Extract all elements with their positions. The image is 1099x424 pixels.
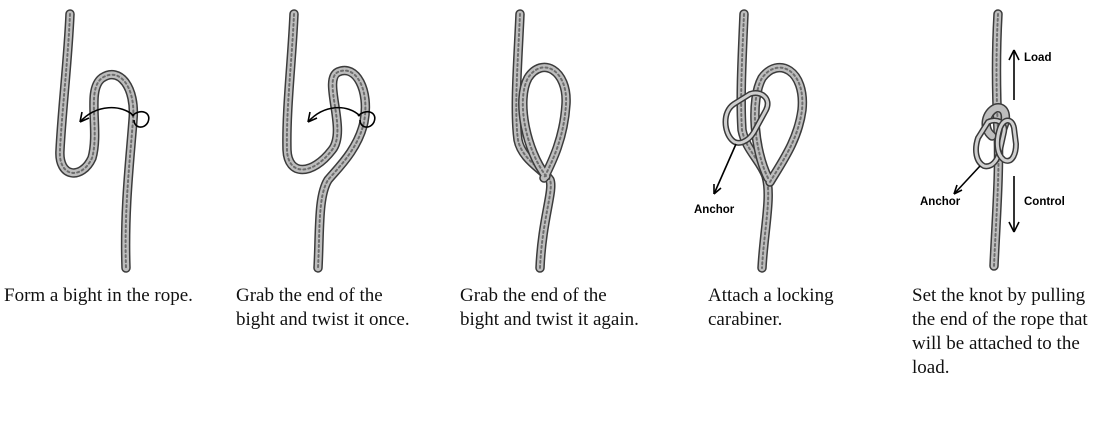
- step-4-caption: Attach a locking carabiner.: [708, 284, 898, 332]
- anchor-arrow: [954, 166, 980, 194]
- step-4-panel: Anchor Attach a locking carabiner.: [704, 0, 924, 424]
- step-1-caption: Form a bight in the rope.: [4, 284, 194, 308]
- load-arrow: [1009, 50, 1019, 100]
- anchor-label: Anchor: [920, 196, 960, 208]
- step-5-panel: Load Control Anchor Set the knot by pull…: [908, 0, 1099, 424]
- step-3-illustration: [456, 0, 676, 280]
- step-2-caption: Grab the end of the bight and twist it o…: [236, 284, 426, 332]
- step-5-caption: Set the knot by pulling the end of the r…: [912, 284, 1099, 380]
- control-label: Control: [1024, 196, 1065, 208]
- rope: [60, 14, 133, 268]
- step-4-illustration: [704, 0, 924, 280]
- step-5-illustration: [908, 0, 1098, 280]
- rope: [287, 14, 366, 268]
- step-2-panel: Grab the end of the bight and twist it o…: [232, 0, 452, 424]
- control-arrow: [1009, 176, 1019, 232]
- rope: [516, 14, 566, 268]
- step-1-illustration: [0, 0, 220, 280]
- step-3-panel: Grab the end of the bight and twist it a…: [456, 0, 676, 424]
- anchor-label: Anchor: [694, 204, 734, 216]
- step-3-caption: Grab the end of the bight and twist it a…: [460, 284, 650, 332]
- step-2-illustration: [232, 0, 452, 280]
- step-1-panel: Form a bight in the rope.: [0, 0, 220, 424]
- anchor-arrow: [714, 144, 736, 194]
- load-label: Load: [1024, 52, 1051, 64]
